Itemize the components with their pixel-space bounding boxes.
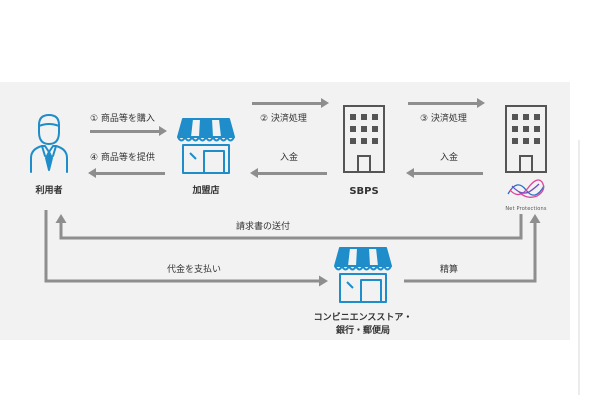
divider — [578, 140, 580, 395]
reconcile-connector — [404, 222, 537, 283]
deposit-sbps-arrow — [406, 168, 483, 178]
person-icon — [30, 114, 68, 173]
purchase-label: ① 商品等を購入 — [90, 114, 155, 124]
building-icon — [343, 105, 385, 173]
pay-arrowhead — [319, 275, 328, 287]
store-label-line1: コンビニエンスストア・ — [313, 313, 413, 323]
storefront-icon — [177, 118, 235, 174]
provide-label: ④ 商品等を提供 — [90, 153, 155, 163]
pay-label: 代金を支払い — [167, 265, 222, 275]
user-label: 利用者 — [35, 186, 63, 196]
invoice-label: 請求書の送付 — [236, 222, 291, 232]
settle3-label: ③ 決済処理 — [420, 114, 467, 124]
sbps-label: SBPS — [349, 186, 379, 197]
net-protections-logo — [507, 179, 545, 198]
reconcile-label: 精算 — [440, 265, 459, 275]
deposit-merchant-arrow — [250, 168, 327, 178]
storefront-icon — [334, 247, 392, 303]
pay-connector — [44, 210, 320, 283]
reconcile-arrowhead — [529, 214, 541, 223]
settle2-arrow — [252, 98, 329, 108]
purchase-arrow — [90, 126, 167, 136]
deposit-sbps-label: 入金 — [440, 153, 459, 163]
deposit-merchant-label: 入金 — [280, 153, 299, 163]
invoice-connector — [59, 214, 523, 240]
settle2-label: ② 決済処理 — [260, 114, 307, 124]
provide-arrow — [88, 168, 165, 178]
diagram-panel — [0, 82, 570, 340]
store-label-line2: 銀行・郵便局 — [335, 326, 390, 336]
settle3-arrow — [408, 98, 485, 108]
net-protections-label: Net Protections — [505, 206, 547, 212]
merchant-label: 加盟店 — [192, 186, 220, 196]
building-icon — [505, 105, 547, 173]
invoice-arrowhead — [55, 214, 67, 223]
